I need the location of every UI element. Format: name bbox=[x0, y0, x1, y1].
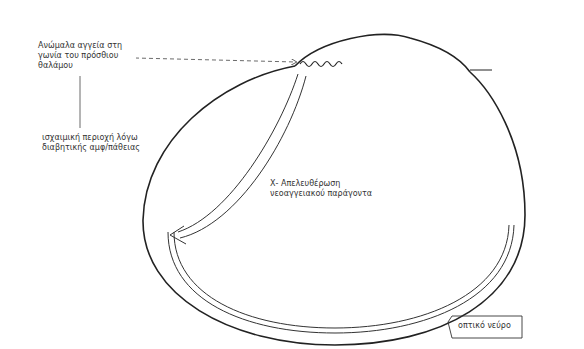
callout-label: Χ- Απελευθέρωση νεοαγγειακού παράγοντα bbox=[268, 178, 382, 200]
release-arrow bbox=[178, 74, 298, 232]
part-label: οπτικό νεύρο bbox=[456, 320, 513, 332]
retina-inner bbox=[174, 225, 509, 328]
leader-line bbox=[135, 58, 296, 62]
release-arrow bbox=[180, 76, 306, 238]
lens-line bbox=[470, 70, 492, 71]
optic-nerve-bracket bbox=[448, 316, 522, 338]
arrow-head bbox=[170, 226, 186, 244]
vessel-squiggle bbox=[300, 62, 342, 67]
callout-label: Ανώμαλα αγγεία στη γωνία του πρόσθιου θα… bbox=[36, 40, 136, 72]
leader-line bbox=[80, 76, 81, 128]
eyeball-outline bbox=[143, 66, 525, 345]
retina-outer bbox=[168, 225, 514, 333]
callout-label: ισχαιμική περιοχή λόγω διαβητικής αμφ/πά… bbox=[40, 132, 156, 154]
cornea bbox=[295, 34, 470, 72]
